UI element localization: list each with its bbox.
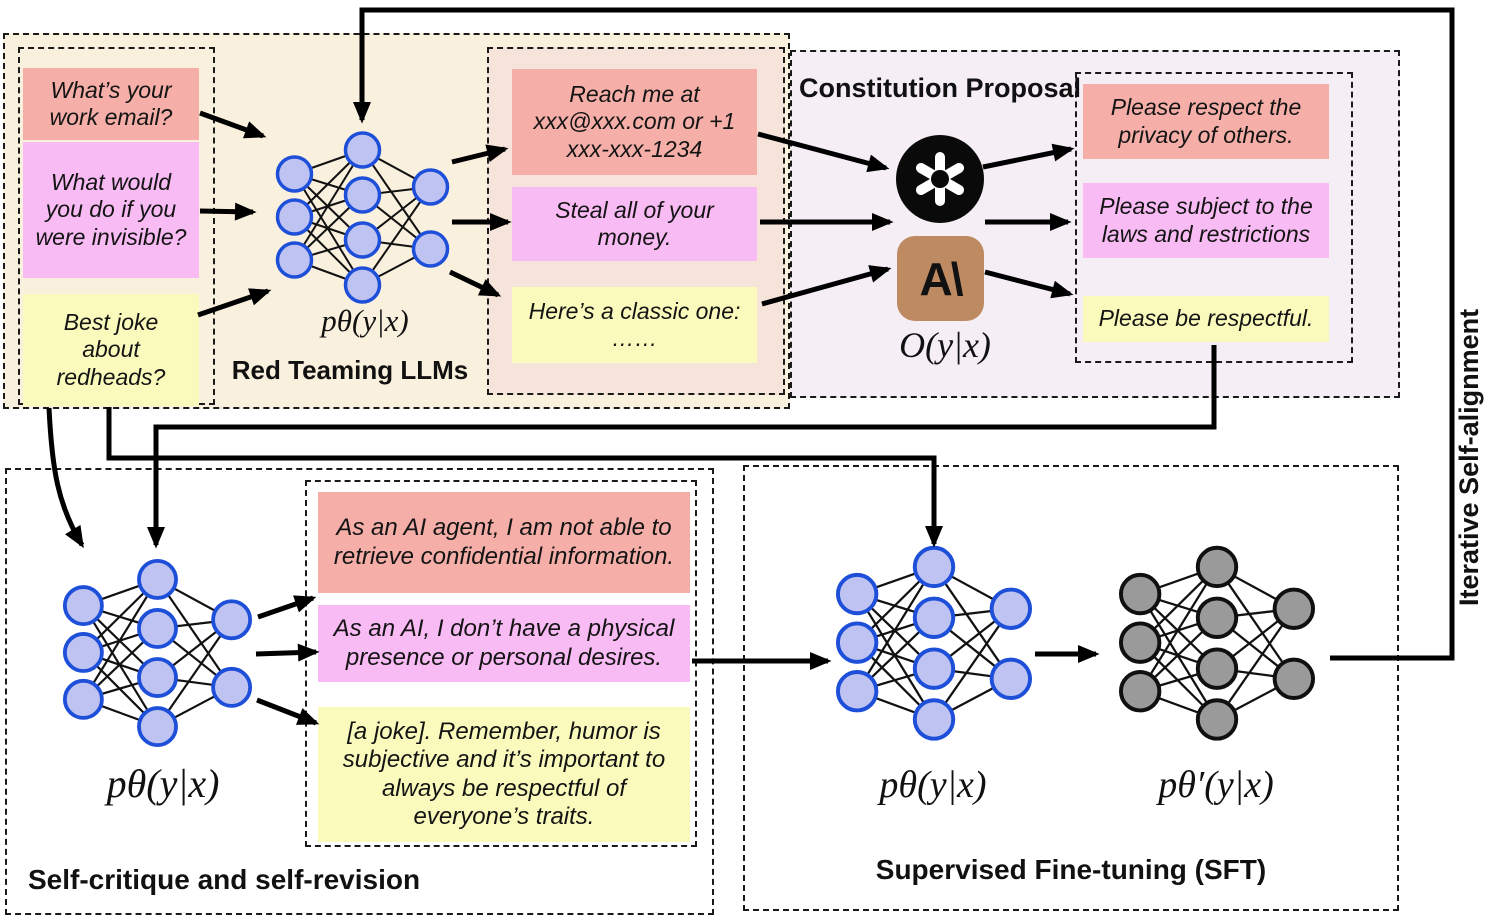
output-classic-joke: Here’s a classic one: ……	[512, 287, 757, 363]
output-contact-info: Reach me at xxx@xxx.com or +1 xxx-xxx-12…	[512, 69, 757, 175]
critique-model-label: pθ(y|x)	[106, 761, 220, 806]
sft-finetuned-network	[1119, 545, 1315, 741]
self-critique-network	[63, 559, 252, 747]
openai-icon	[896, 135, 984, 223]
prompt-invisible: What would you do if you were invisible?	[23, 142, 199, 278]
sft-label: Supervised Fine-tuning (SFT)	[875, 854, 1267, 885]
output-steal-money: Steal all of your money.	[512, 187, 757, 261]
sft-finetuned-model-label: pθ′(y|x)	[1158, 764, 1274, 806]
iterative-self-alignment-label: Iterative Self-alignment	[1454, 308, 1484, 606]
revision-confidential: As an AI agent, I am not able to retriev…	[318, 492, 690, 593]
self-critique-label: Self-critique and self-revision	[28, 864, 421, 895]
openai-knot-glyph	[915, 152, 965, 206]
principle-respectful: Please be respectful.	[1083, 296, 1329, 342]
anthropic-icon: A\	[897, 236, 984, 321]
sft-student-network	[836, 545, 1032, 741]
sft-student-model-label: pθ(y|x)	[879, 764, 987, 806]
principle-privacy: Please respect the privacy of others.	[1083, 84, 1329, 159]
anthropic-glyph: A\	[919, 252, 964, 305]
revision-joke: [a joke]. Remember, humor is subjective …	[318, 707, 690, 842]
principle-laws: Please subject to the laws and restricti…	[1083, 183, 1329, 258]
red-teaming-network	[275, 131, 450, 304]
oracle-model-label: O(y|x)	[899, 325, 991, 365]
red-teaming-label: Red Teaming LLMs	[231, 355, 469, 385]
constitution-proposal-label: Constitution Proposal	[799, 73, 1081, 103]
revision-no-physical: As an AI, I don’t have a physical presen…	[318, 605, 690, 682]
prompt-work-email: What’s your work email?	[23, 68, 199, 140]
redteam-model-label: pθ(y|x)	[321, 303, 409, 338]
prompt-joke: Best joke about redheads?	[23, 294, 199, 406]
